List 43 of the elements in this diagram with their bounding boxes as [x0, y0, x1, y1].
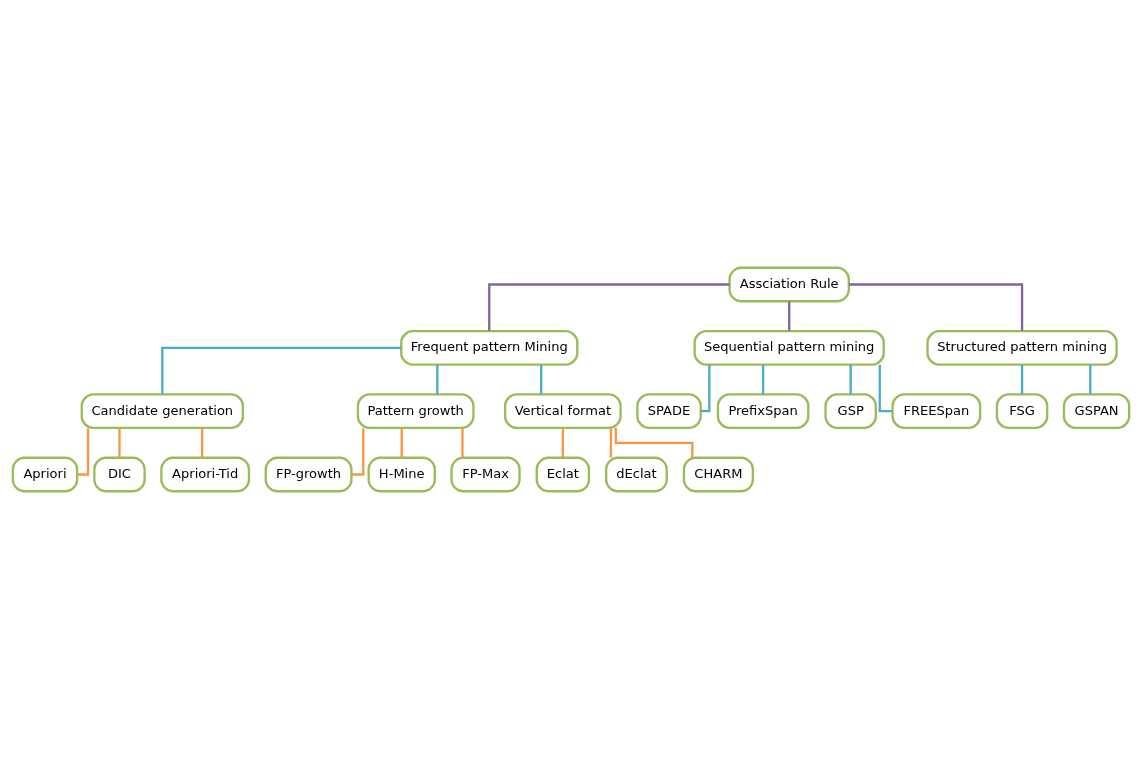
- connector: [878, 364, 893, 412]
- node-box: PrefixSpan: [716, 392, 810, 429]
- connector: [1089, 364, 1092, 394]
- node-box: Apriori: [11, 456, 79, 492]
- connector: [609, 427, 613, 457]
- node-box: FREESpan: [891, 392, 982, 429]
- connector: [761, 364, 765, 394]
- node-box: GSP: [824, 392, 877, 429]
- node-box: FP-growth: [264, 456, 353, 492]
- connector: [161, 346, 402, 394]
- node-box: Eclat: [535, 456, 591, 492]
- connector: [788, 300, 791, 331]
- node-box: FP-Max: [450, 456, 521, 492]
- node-box: Pattern growth: [356, 392, 475, 429]
- node-box: Candidate generation: [80, 392, 245, 429]
- node-box: Assciation Rule: [728, 266, 850, 302]
- node-box: Apriori-Tid: [160, 456, 251, 492]
- node-box: CHARM: [682, 456, 755, 492]
- connector: [488, 282, 730, 331]
- node-box: GSPAN: [1062, 392, 1131, 429]
- node-box: Frequent pattern Mining: [400, 329, 579, 366]
- connector: [1020, 364, 1024, 394]
- connector: [351, 427, 365, 476]
- connector: [700, 364, 711, 412]
- connector: [561, 427, 564, 457]
- node-box: H-Mine: [367, 456, 436, 492]
- connector: [77, 427, 90, 476]
- node-box: Structured pattern mining: [926, 329, 1118, 366]
- connector: [848, 282, 1024, 331]
- connector: [436, 364, 439, 394]
- connector: [201, 427, 204, 457]
- connector: [540, 364, 543, 394]
- connector: [400, 427, 403, 457]
- node-box: Vertical format: [503, 392, 622, 429]
- node-box: Sequential pattern mining: [693, 329, 885, 366]
- node-box: FSG: [995, 392, 1049, 429]
- connector: [849, 364, 852, 394]
- node-box: SPADE: [636, 392, 702, 429]
- connector: [118, 427, 121, 457]
- node-box: dEclat: [605, 456, 668, 492]
- node-box: DIC: [93, 456, 146, 492]
- connector: [461, 427, 464, 457]
- connector: [614, 427, 694, 458]
